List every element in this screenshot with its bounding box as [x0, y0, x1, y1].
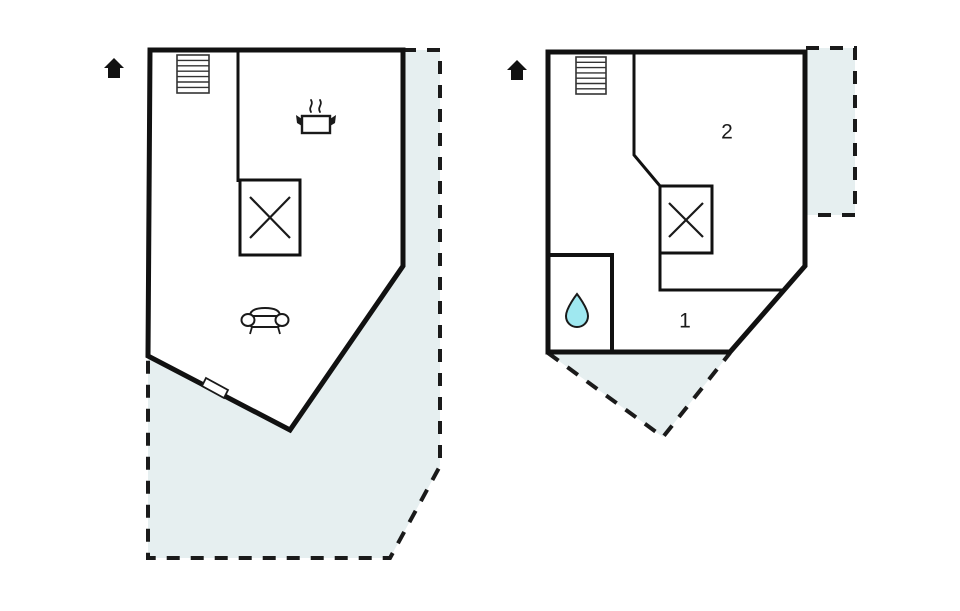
terrace-right-upper [806, 46, 857, 217]
house-orientation-icon [104, 58, 124, 78]
interior-wall-bathroom [549, 253, 614, 351]
interior-wall-right-lower [658, 253, 782, 292]
plan-left [104, 47, 442, 560]
staircase-icon [176, 54, 210, 94]
water-drop-icon [564, 292, 590, 329]
plan-right: 2 1 [507, 46, 857, 440]
interior-wall-right-vertical [632, 54, 662, 187]
house-orientation-icon [507, 60, 527, 80]
staircase-icon [575, 56, 607, 95]
door-opening-icon [200, 376, 230, 400]
room-label-2: 2 [721, 121, 733, 144]
terrace-left [148, 50, 440, 558]
room-label-1: 1 [679, 310, 691, 333]
cooking-pot-icon [296, 99, 336, 135]
terrace-left-dashed-outline [146, 48, 442, 560]
terrace-right-lower [546, 351, 732, 440]
chimney-icon [238, 178, 302, 257]
sofa-icon [240, 306, 290, 335]
chimney-icon [658, 184, 714, 255]
